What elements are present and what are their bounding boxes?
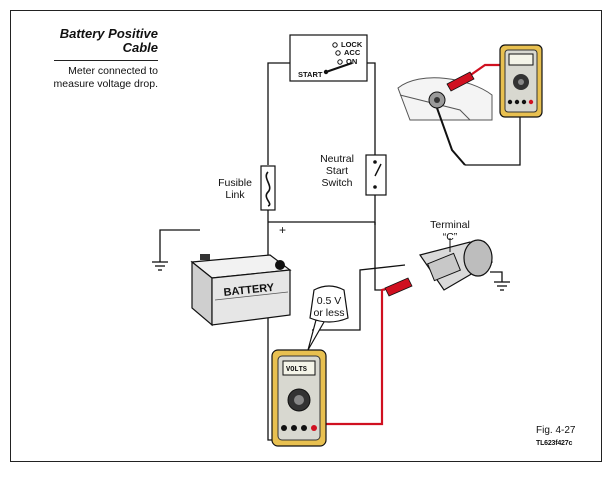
positive-sign: + xyxy=(279,223,287,237)
sidebar-caption-line2: measure voltage drop. xyxy=(53,78,158,90)
sidebar-title-line2: Cable xyxy=(122,40,158,55)
terminal-c-label: Terminal “C” xyxy=(424,219,476,243)
switch-acc-label: ACC xyxy=(344,48,361,57)
lower-multimeter xyxy=(271,349,327,447)
neutral-start-switch-label: Neutral Start Switch xyxy=(314,153,360,189)
sidebar-title: Battery Positive Cable xyxy=(20,27,158,55)
battery: BATTERY xyxy=(190,254,292,327)
neutral-label-line2: Start xyxy=(325,165,349,177)
frame-right-edge xyxy=(601,10,602,462)
fusible-link-label-line1: Fusible xyxy=(218,177,252,189)
neutral-label-line3: Switch xyxy=(321,177,353,189)
meter-callout-bubble xyxy=(307,285,349,351)
terminal-label-line1: Terminal xyxy=(430,219,470,231)
fusible-link-label-line2: Link xyxy=(225,189,245,201)
switch-on-label: ON xyxy=(346,57,358,66)
switch-lock-label: LOCK xyxy=(341,40,363,49)
battery-label: BATTERY xyxy=(223,282,275,299)
switch-start-label: START xyxy=(298,70,323,79)
starter-ground xyxy=(490,271,510,291)
terminal-label-line2: “C” xyxy=(442,231,458,243)
figure-frame xyxy=(10,10,602,462)
upper-multimeter xyxy=(499,44,543,118)
sidebar-caption-line1: Meter connected to xyxy=(68,65,158,77)
red-probe-ignition xyxy=(446,71,475,92)
ignition-switch xyxy=(289,34,368,82)
fusible-link xyxy=(260,165,276,211)
sidebar-caption: Meter connected to measure voltage drop. xyxy=(20,65,158,91)
sidebar-title-line1: Battery Positive xyxy=(59,26,158,41)
black-probe-ignition xyxy=(436,107,466,166)
starter-motor xyxy=(419,238,494,291)
red-probe-starter xyxy=(384,277,413,297)
figure-number: Fig. 4-27 xyxy=(536,425,576,436)
frame-left-edge xyxy=(10,10,11,462)
battery-ground xyxy=(152,229,200,271)
neutral-label-line1: Neutral xyxy=(320,153,354,165)
meter-reading-line1: 0.5 V xyxy=(316,295,342,307)
meter-reading-line2: or less xyxy=(313,307,345,319)
figure-code: TL623f427c xyxy=(536,440,573,447)
ignition-inset xyxy=(397,77,493,121)
meter-reading-callout: 0.5 V or less xyxy=(308,291,350,325)
sidebar-divider xyxy=(54,60,158,61)
lower-meter-display: VOLTS xyxy=(286,366,307,374)
fusible-link-label: Fusible Link xyxy=(212,177,258,201)
neutral-start-switch xyxy=(365,154,387,196)
